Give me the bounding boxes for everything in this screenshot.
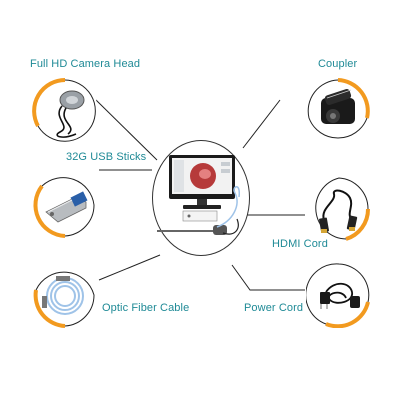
power-cord-icon	[306, 263, 370, 328]
label-hdmi-cord: HDMI Cord	[272, 238, 328, 250]
label-camera-head: Full HD Camera Head	[30, 58, 141, 70]
power-cord-circle	[306, 262, 372, 328]
line-camera-head	[95, 99, 158, 161]
usb-stick-icon	[33, 177, 95, 238]
coupler-icon	[307, 78, 370, 139]
optic-fiber-cable-circle	[32, 262, 98, 328]
label-coupler: Coupler	[318, 58, 358, 70]
camera-head-circle	[32, 78, 98, 144]
endoscope-monitor-icon	[157, 155, 240, 235]
label-power-cord: Power Cord	[244, 302, 304, 314]
center-product-circle	[152, 140, 250, 256]
label-optic-fiber-cable: Optic Fiber Cable	[102, 302, 190, 314]
line-coupler	[242, 99, 281, 149]
hdmi-cable-icon	[315, 177, 371, 241]
label-usb-sticks: 32G USB Sticks	[66, 151, 147, 163]
line-power	[231, 264, 305, 291]
coupler-circle	[305, 78, 371, 144]
camera-head-icon	[32, 78, 96, 142]
line-fiber	[98, 254, 161, 281]
fiber-cable-icon	[33, 271, 95, 328]
usb-sticks-circle	[32, 172, 98, 238]
hdmi-cord-circle	[306, 176, 372, 242]
